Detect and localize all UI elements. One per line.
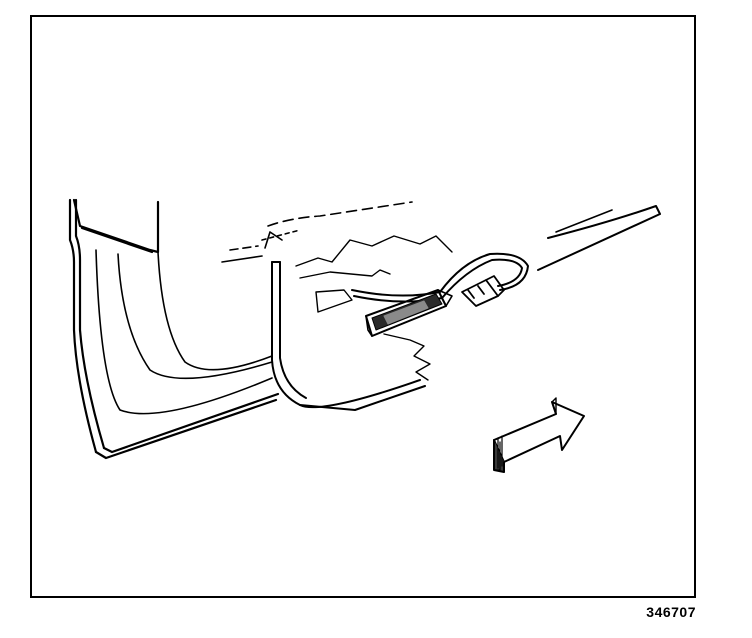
illustration-frame: [30, 15, 696, 598]
body-upper-edge: [221, 201, 661, 271]
electrical-connector: [461, 275, 505, 307]
wheel-opening-trim: [68, 198, 280, 460]
side-marker-lamp-icon: [365, 289, 453, 337]
wiring-harness: [351, 252, 529, 303]
cutaway-edges: [295, 235, 453, 381]
wheel-housing: [95, 249, 273, 415]
figure-number: 346707: [646, 604, 696, 620]
fender-panel: [271, 261, 426, 411]
direction-arrow-icon: [493, 397, 585, 473]
